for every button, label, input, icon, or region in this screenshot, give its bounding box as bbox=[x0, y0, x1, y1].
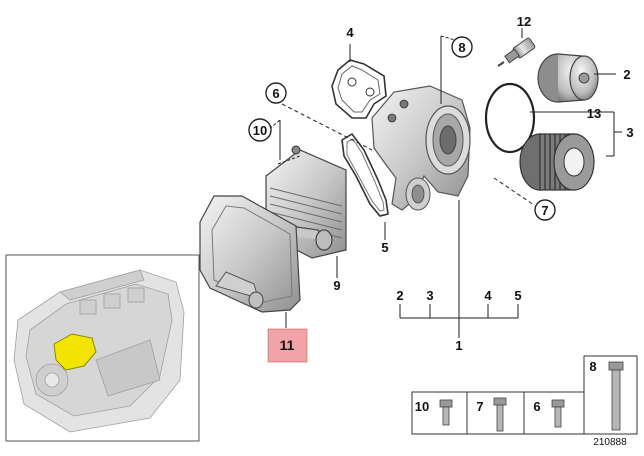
callout-6: 6 bbox=[272, 86, 279, 101]
callout-1: 1 bbox=[455, 338, 462, 353]
callout-2-cap: 2 bbox=[623, 67, 630, 82]
housing-gasket bbox=[331, 59, 387, 119]
hardware-strip: 10 7 6 8 bbox=[411, 355, 638, 435]
hardware-label-7: 7 bbox=[476, 399, 483, 414]
bolt-10 bbox=[439, 399, 453, 426]
callout-3-filter: 3 bbox=[626, 125, 633, 140]
callout-7: 7 bbox=[541, 203, 548, 218]
engine-inset bbox=[5, 254, 200, 442]
hardware-label-6: 6 bbox=[533, 399, 540, 414]
oil-filter-cap bbox=[537, 53, 599, 103]
highlight-badge-11 bbox=[267, 328, 308, 363]
callout-3-group: 3 bbox=[426, 288, 433, 303]
callout-4-group: 4 bbox=[484, 288, 492, 303]
filter-o-ring bbox=[484, 82, 536, 154]
bolt-7 bbox=[493, 397, 507, 432]
callout-5-group: 5 bbox=[514, 288, 521, 303]
oil-filter-housing bbox=[371, 85, 471, 211]
callout-2-group: 2 bbox=[396, 288, 403, 303]
seal-ring bbox=[341, 132, 389, 217]
callout-5-seal: 5 bbox=[381, 240, 388, 255]
callout-12: 12 bbox=[517, 14, 531, 29]
callout-9: 9 bbox=[333, 278, 340, 293]
callout-11: 11 bbox=[280, 337, 295, 353]
callout-4: 4 bbox=[346, 25, 354, 40]
cooler-cover bbox=[199, 195, 301, 313]
callout-10: 10 bbox=[253, 123, 267, 138]
oil-pressure-sensor bbox=[497, 37, 536, 67]
callout-13: 13 bbox=[587, 106, 601, 121]
reference-number: 210888 bbox=[593, 437, 627, 448]
circled-callouts bbox=[248, 36, 556, 221]
callout-8: 8 bbox=[458, 40, 465, 55]
engine-highlight bbox=[53, 333, 97, 371]
bolt-6 bbox=[551, 399, 565, 428]
leader-lines bbox=[261, 28, 622, 338]
bolt-8 bbox=[608, 361, 624, 431]
oil-filter-element bbox=[519, 133, 595, 191]
hardware-label-10: 10 bbox=[415, 399, 429, 414]
hardware-label-8: 8 bbox=[589, 359, 596, 374]
